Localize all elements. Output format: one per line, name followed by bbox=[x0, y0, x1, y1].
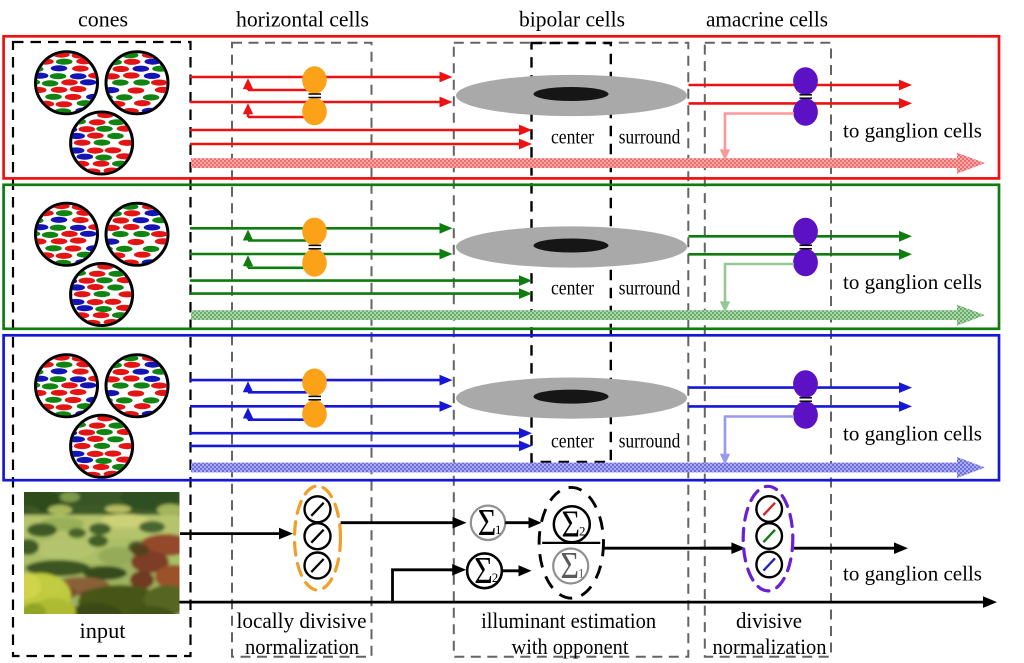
svg-text:2: 2 bbox=[492, 570, 499, 585]
svg-text:Σ: Σ bbox=[560, 545, 579, 587]
svg-text:illuminant estimation: illuminant estimation bbox=[481, 608, 656, 633]
svg-text:divisive: divisive bbox=[736, 608, 802, 633]
svg-text:Σ: Σ bbox=[474, 550, 493, 592]
svg-text:surround: surround bbox=[619, 278, 681, 300]
svg-text:Σ: Σ bbox=[478, 502, 497, 544]
svg-text:to ganglion cells: to ganglion cells bbox=[843, 270, 982, 294]
svg-text:locally divisive: locally divisive bbox=[237, 608, 367, 633]
svg-text:Σ: Σ bbox=[562, 503, 581, 545]
svg-text:input: input bbox=[80, 618, 126, 643]
svg-text:normalization: normalization bbox=[245, 634, 359, 659]
svg-text:center: center bbox=[551, 431, 594, 453]
svg-text:1: 1 bbox=[578, 565, 585, 580]
svg-text:to ganglion cells: to ganglion cells bbox=[843, 561, 982, 585]
svg-text:normalization: normalization bbox=[713, 634, 827, 659]
svg-text:surround: surround bbox=[619, 431, 681, 453]
svg-text:center: center bbox=[551, 126, 594, 148]
svg-text:2: 2 bbox=[579, 524, 586, 539]
svg-text:cones: cones bbox=[78, 7, 128, 32]
svg-text:1: 1 bbox=[495, 522, 502, 537]
svg-text:to ganglion cells: to ganglion cells bbox=[843, 119, 982, 143]
svg-text:amacrine cells: amacrine cells bbox=[706, 7, 828, 32]
svg-text:horizontal cells: horizontal cells bbox=[236, 7, 369, 32]
svg-text:center: center bbox=[551, 278, 594, 300]
svg-text:surround: surround bbox=[619, 126, 681, 148]
svg-text:with opponent: with opponent bbox=[512, 634, 629, 659]
svg-text:bipolar cells: bipolar cells bbox=[519, 7, 625, 32]
svg-text:to ganglion cells: to ganglion cells bbox=[843, 422, 982, 446]
